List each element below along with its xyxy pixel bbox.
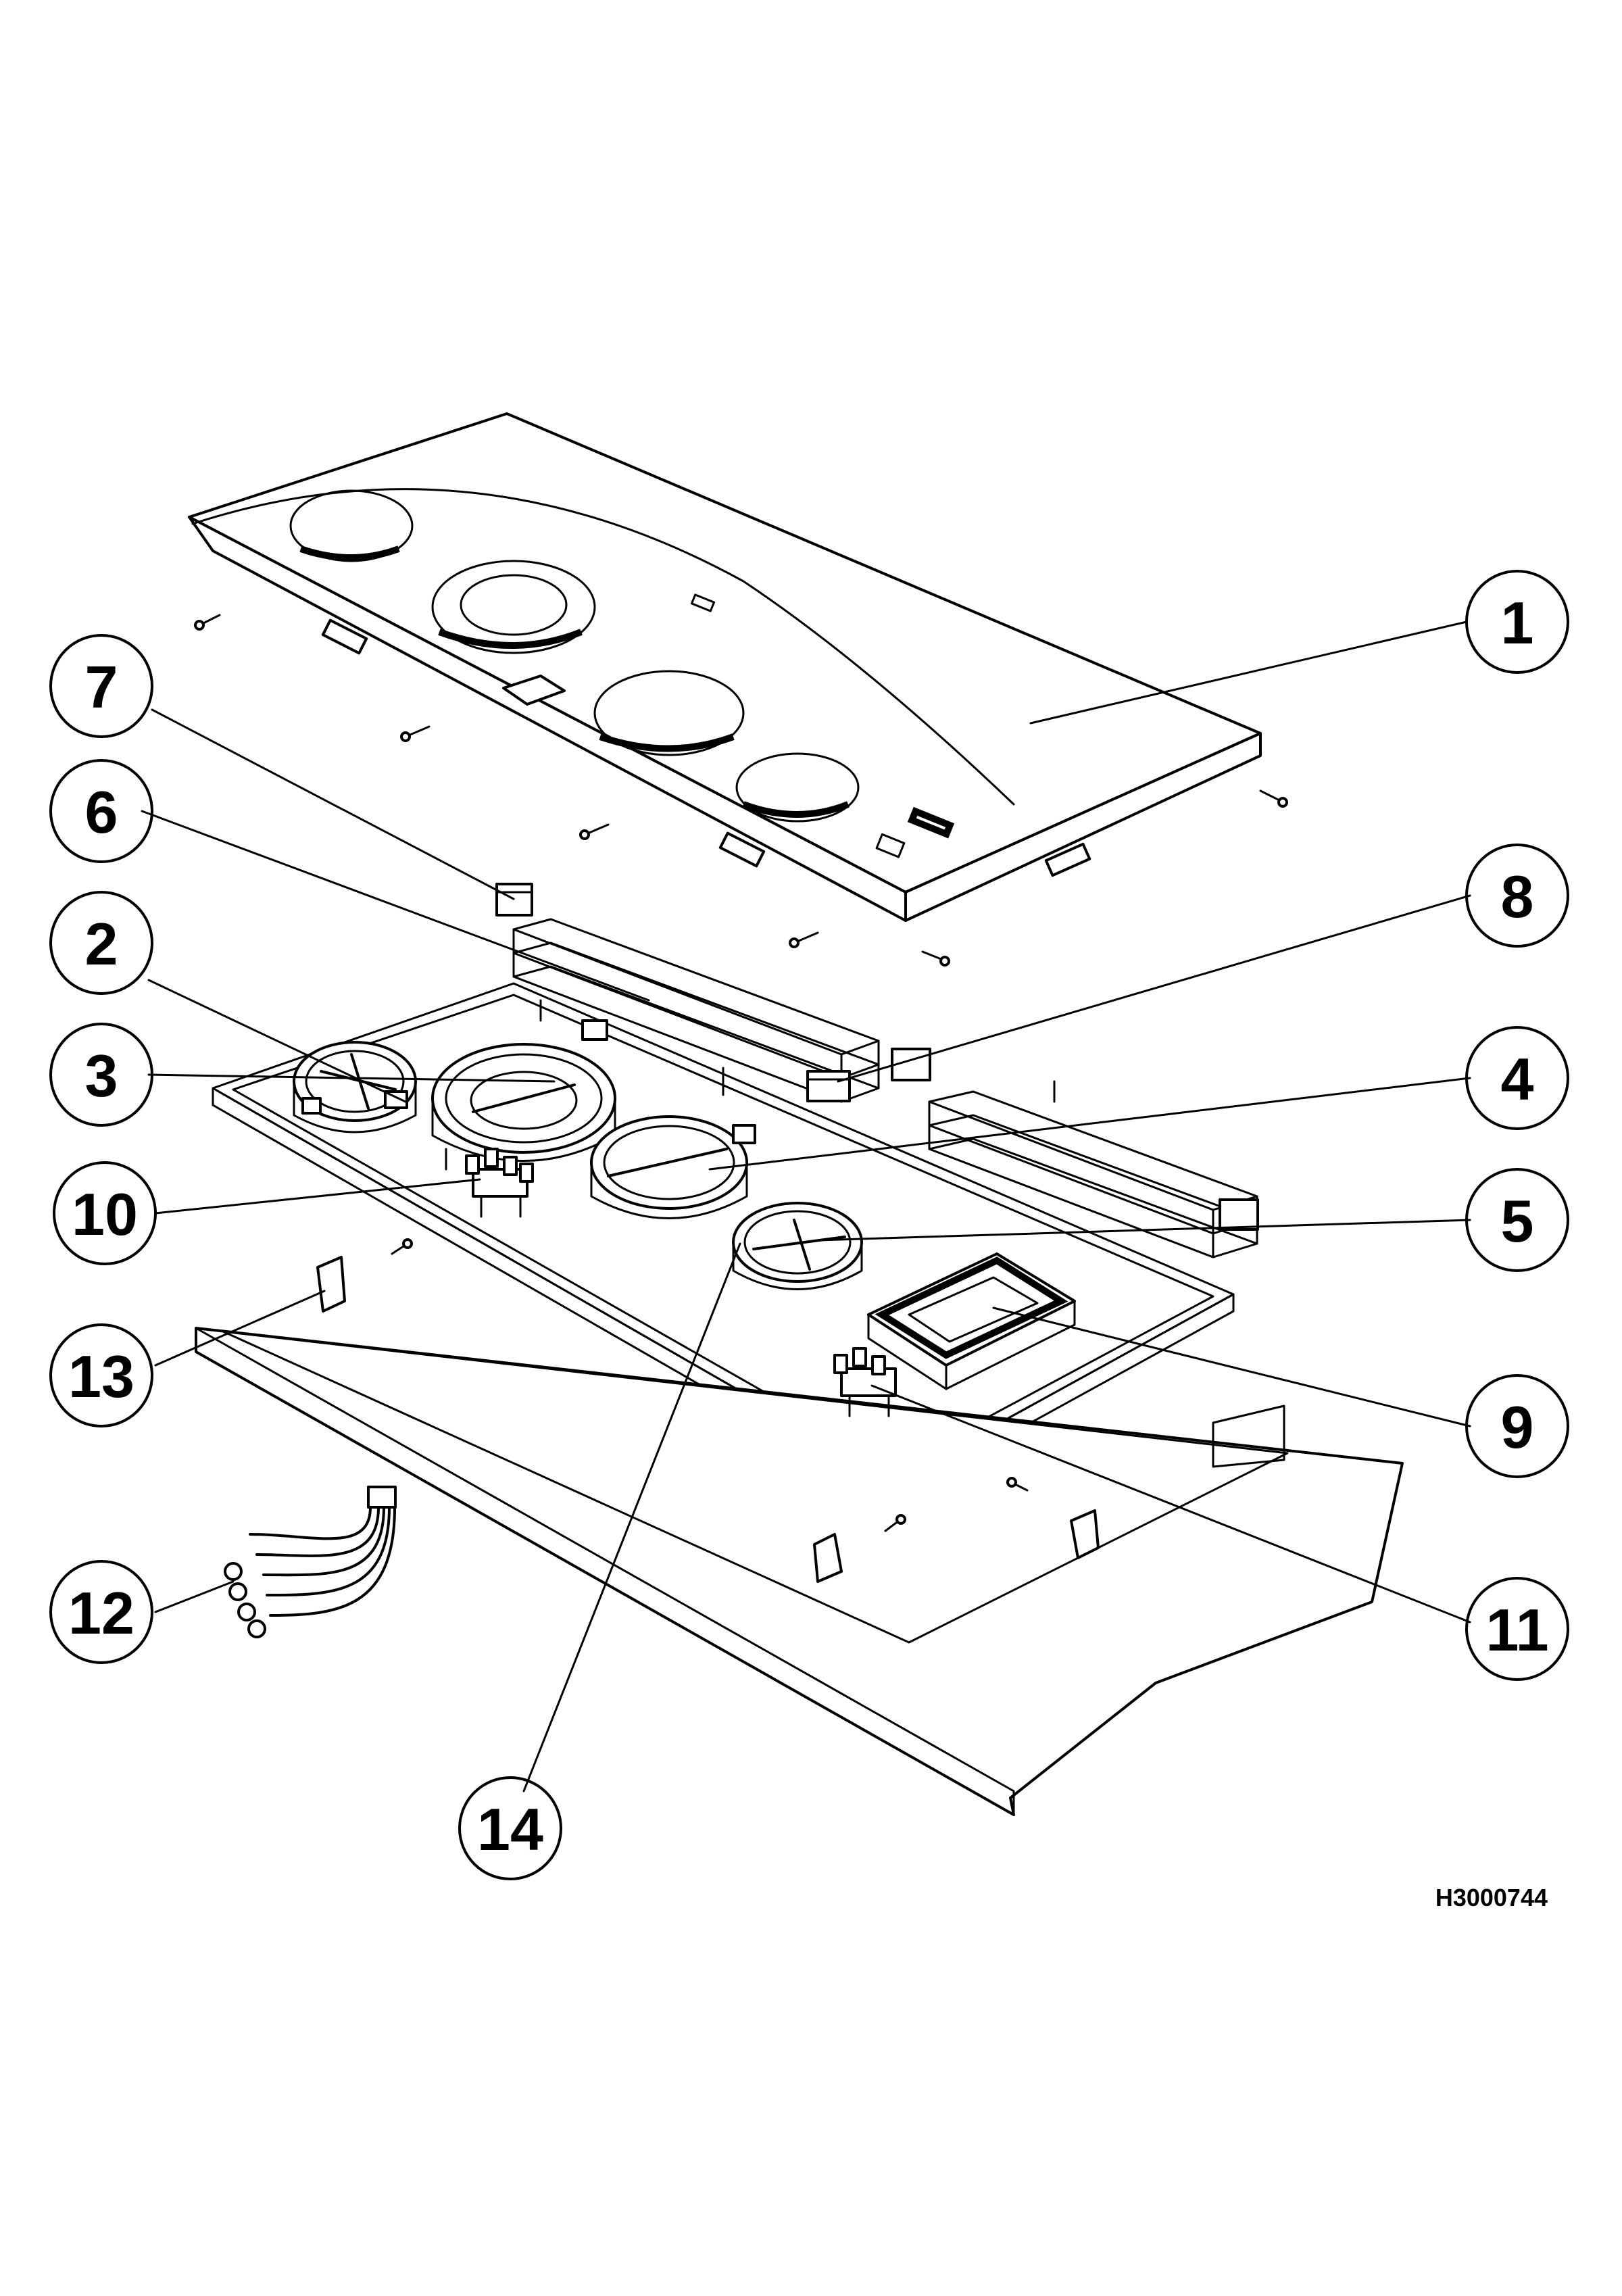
connector-block-11: [833, 1347, 897, 1417]
callout-12: 12: [49, 1560, 153, 1664]
callout-6: 6: [49, 759, 153, 863]
terminal-block-right-b: [1219, 1198, 1259, 1231]
screw: [194, 614, 221, 631]
callout-2: 2: [49, 891, 153, 995]
callout-1: 1: [1465, 570, 1569, 674]
mounting-clip: [316, 1238, 413, 1313]
callout-8: 8: [1465, 844, 1569, 948]
callout-13: 13: [49, 1323, 153, 1427]
screw: [579, 823, 610, 840]
svg-text:10: 10: [72, 1181, 138, 1248]
heating-element-small-front: [732, 1202, 863, 1290]
terminal-block-7: [495, 883, 533, 917]
callout-5: 5: [1465, 1168, 1569, 1272]
heating-element-large-front: [590, 1115, 756, 1219]
leader-lines: [141, 620, 1471, 1792]
callout-11: 11: [1465, 1577, 1569, 1681]
mounting-clip: [1006, 1477, 1100, 1559]
heating-element-dual-circuit: [431, 1019, 616, 1171]
svg-text:5: 5: [1501, 1188, 1534, 1254]
callout-9: 9: [1465, 1374, 1569, 1478]
radiant-heater-bank-rear: [512, 918, 880, 1103]
svg-text:4: 4: [1501, 1046, 1534, 1113]
svg-text:9: 9: [1501, 1394, 1534, 1461]
callout-7: 7: [49, 634, 153, 738]
svg-text:2: 2: [85, 910, 118, 977]
mounting-clip: [813, 1514, 906, 1583]
base-plate: [195, 1327, 1404, 1816]
screw: [789, 931, 819, 948]
svg-text:8: 8: [1501, 863, 1534, 930]
cooking-zone-rear-center: [431, 560, 596, 654]
connector-block-10: [465, 1148, 534, 1218]
cooking-zone-rear-left: [289, 489, 414, 562]
callout-14: 14: [458, 1776, 562, 1880]
terminal-block-8: [806, 1070, 851, 1102]
control-module: [867, 1252, 1076, 1390]
callout-4: 4: [1465, 1026, 1569, 1130]
svg-text:3: 3: [85, 1042, 118, 1109]
callout-10: 10: [53, 1161, 157, 1265]
cooking-zone-front-center: [593, 670, 745, 756]
heating-element-small-rear: [293, 1041, 417, 1133]
svg-text:6: 6: [85, 779, 118, 846]
screw: [1259, 789, 1288, 808]
wiring-harness: [224, 1486, 397, 1638]
screw: [921, 950, 950, 967]
svg-text:1: 1: [1501, 589, 1534, 656]
svg-text:14: 14: [477, 1796, 543, 1863]
drawing-reference-code: H3000744: [1435, 1884, 1548, 1911]
screw: [400, 725, 431, 742]
cooking-zone-front-right: [735, 752, 860, 823]
svg-text:7: 7: [85, 654, 118, 720]
svg-text:11: 11: [1485, 1596, 1548, 1663]
callout-3: 3: [49, 1023, 153, 1127]
svg-text:12: 12: [68, 1580, 134, 1646]
glass-ceramic-top: [188, 412, 1288, 967]
svg-text:13: 13: [68, 1343, 134, 1410]
